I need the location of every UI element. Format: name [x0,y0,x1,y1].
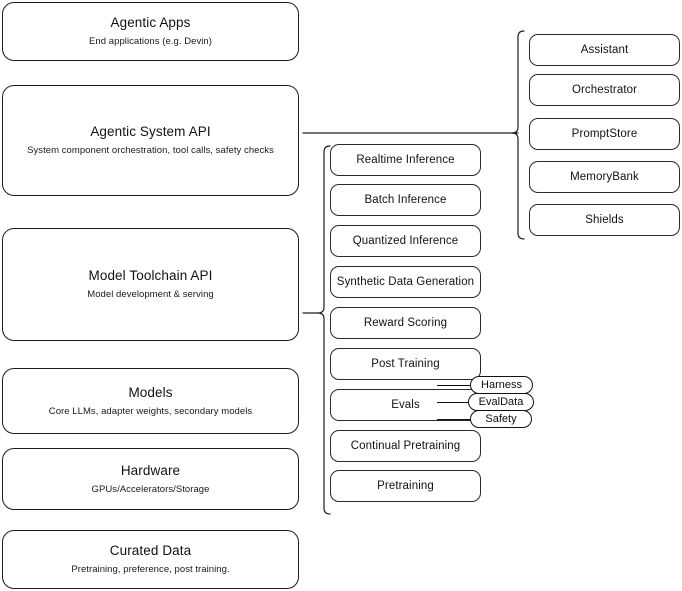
component-pill-memorybank[interactable]: MemoryBank [529,161,680,193]
layer-subtitle: Pretraining, preference, post training. [71,564,230,576]
component-pill-orchestrator[interactable]: Orchestrator [529,74,680,106]
layer-box-curated-data[interactable]: Curated Data Pretraining, preference, po… [2,530,299,589]
capability-pill-continual-pretraining[interactable]: Continual Pretraining [330,430,481,462]
connector-evals-to-safety [437,419,479,420]
layer-box-hardware[interactable]: Hardware GPUs/Accelerators/Storage [2,448,299,510]
layer-title: Agentic System API [90,124,211,140]
layer-subtitle: System component orchestration, tool cal… [27,145,274,157]
layer-title: Agentic Apps [110,15,191,31]
capability-pill-batch-inference[interactable]: Batch Inference [330,184,481,216]
capability-pill-pretraining[interactable]: Pretraining [330,470,481,502]
evals-subitem-safety[interactable]: Safety [470,410,532,428]
connector-evals-to-harness [437,385,479,386]
component-pill-promptstore[interactable]: PromptStore [529,118,680,150]
capability-pill-synthetic-data-generation[interactable]: Synthetic Data Generation [330,266,481,298]
connector-evals-to-evaldata [437,402,473,403]
layer-title: Models [128,384,173,400]
evals-subitem-harness[interactable]: Harness [470,376,533,394]
layer-subtitle: End applications (e.g. Devin) [89,36,212,48]
component-pill-assistant[interactable]: Assistant [529,34,680,66]
capability-pill-evals[interactable]: Evals [330,389,481,421]
brace-middle-column [317,145,331,515]
capability-pill-reward-scoring[interactable]: Reward Scoring [330,307,481,339]
component-pill-shields[interactable]: Shields [529,204,680,236]
evals-subitem-evaldata[interactable]: EvalData [468,393,534,411]
layer-title: Model Toolchain API [88,268,213,284]
layer-subtitle: GPUs/Accelerators/Storage [91,483,210,495]
capability-pill-quantized-inference[interactable]: Quantized Inference [330,225,481,257]
layer-box-agentic-apps[interactable]: Agentic Apps End applications (e.g. Devi… [2,2,299,61]
layer-title: Hardware [120,462,181,478]
layer-subtitle: Model development & serving [87,289,214,301]
brace-right-column [511,30,525,240]
layer-box-agentic-system-api[interactable]: Agentic System API System component orch… [2,85,299,196]
capability-pill-post-training[interactable]: Post Training [330,348,481,380]
capability-pill-realtime-inference[interactable]: Realtime Inference [330,144,481,176]
layer-box-model-toolchain-api[interactable]: Model Toolchain API Model development & … [2,228,299,341]
layer-title: Curated Data [109,543,192,559]
layer-box-models[interactable]: Models Core LLMs, adapter weights, secon… [2,368,299,434]
layer-subtitle: Core LLMs, adapter weights, secondary mo… [48,405,253,417]
